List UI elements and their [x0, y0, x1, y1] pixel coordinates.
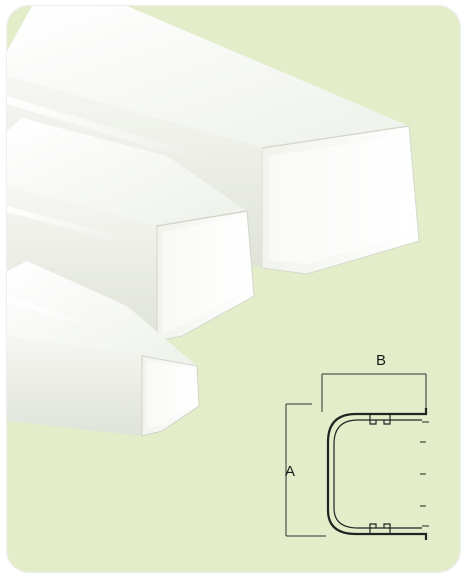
- profile-outer: [326, 408, 428, 540]
- profile-inner: [333, 419, 422, 529]
- product-panel: A B: [7, 6, 460, 572]
- duct-cross-section-drawing: [285, 373, 429, 540]
- dimension-b-label: B: [376, 352, 387, 369]
- duct-cover-photo: [7, 6, 420, 437]
- duct-small: [7, 261, 200, 437]
- dimension-a-label: A: [285, 463, 296, 480]
